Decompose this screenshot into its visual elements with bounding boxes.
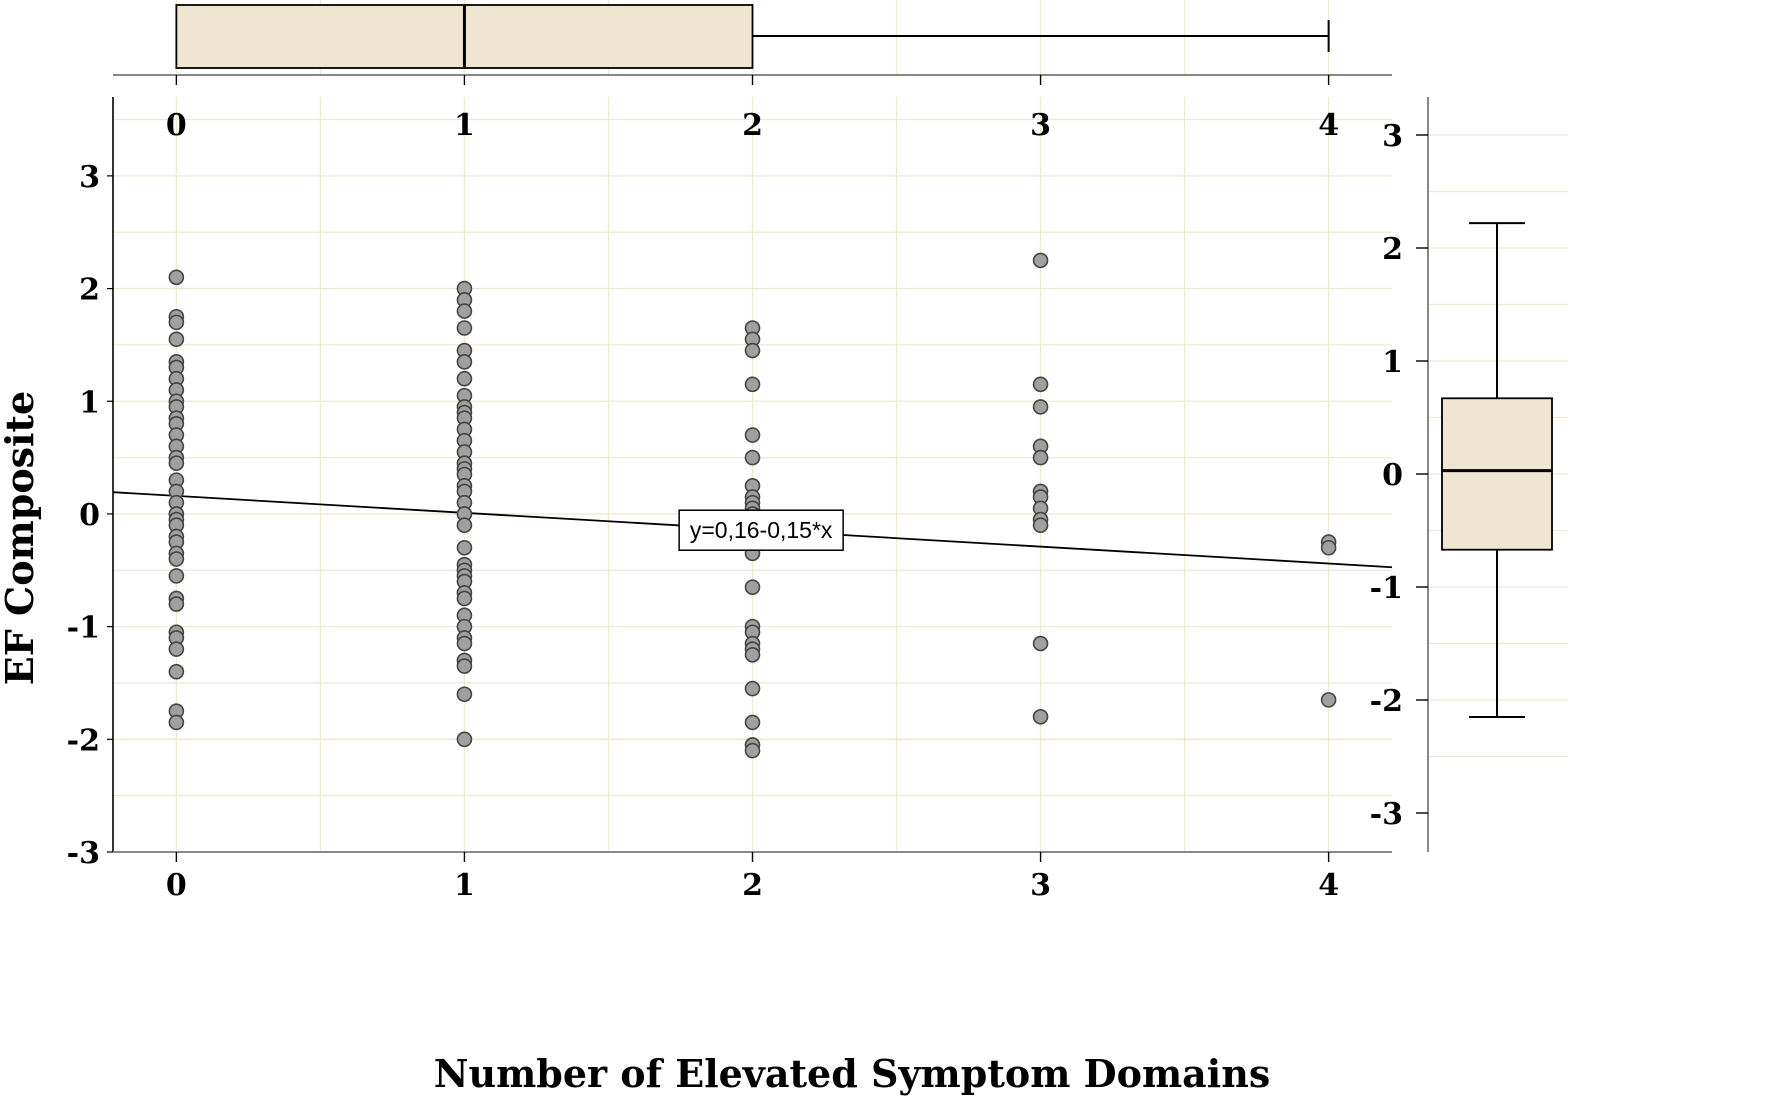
right-tick-label: 2 (1382, 232, 1403, 267)
right-tick-label: -2 (1370, 684, 1403, 719)
tick-labels: 0 0 1 1 2 2 3 3 4 4 -3 -2 -1 0 1 2 3 -3 -2 -1 0 1 2 3 (67, 108, 1403, 903)
data-point (1032, 399, 1049, 415)
data-point (744, 376, 761, 393)
data-point (456, 303, 473, 319)
y-tick-label: -1 (67, 611, 100, 646)
y-tick-label: -2 (67, 723, 100, 758)
x-tick-label: 3 (1030, 868, 1051, 903)
data-point (456, 635, 473, 652)
y-tick-label: -3 (67, 836, 100, 871)
data-point (168, 714, 185, 731)
data-point (168, 568, 185, 584)
right-tick-label: -1 (1370, 571, 1403, 606)
data-point (168, 641, 185, 657)
y-tick-label: 1 (79, 385, 100, 420)
data-point (1032, 517, 1049, 534)
y-tick-label: 3 (79, 160, 100, 195)
data-point (744, 646, 761, 663)
right-boxplot (1441, 222, 1553, 718)
top-tick-label: 4 (1318, 108, 1339, 143)
data-point (456, 370, 473, 387)
right-box-iqr (1441, 397, 1553, 551)
data-point (744, 449, 761, 466)
data-point (456, 731, 473, 748)
fit-equation-text: y=0,16-0,15*x (690, 517, 833, 543)
data-point (456, 517, 473, 534)
x-tick-label: 0 (166, 868, 187, 903)
top-tick-label: 2 (742, 108, 763, 143)
data-points (168, 252, 1337, 759)
top-tick-label: 3 (1030, 108, 1051, 143)
data-point (168, 596, 185, 612)
fit-equation-box (678, 509, 844, 551)
right-tick-label: 1 (1382, 345, 1403, 380)
data-point (456, 539, 473, 556)
data-point (168, 269, 185, 286)
data-point (1320, 692, 1337, 708)
x-tick-label: 4 (1318, 868, 1339, 903)
data-point (1032, 376, 1049, 393)
data-point (456, 320, 473, 336)
data-point (744, 579, 761, 595)
data-point (168, 314, 185, 331)
data-point (744, 427, 761, 443)
top-boxplot (175, 4, 1330, 69)
data-point (456, 590, 473, 607)
data-point (168, 331, 185, 348)
right-tick-label: 3 (1382, 119, 1403, 154)
data-point (168, 455, 185, 472)
y-tick-label: 0 (79, 498, 100, 533)
data-point (1032, 252, 1049, 269)
right-tick-label: -3 (1370, 797, 1403, 832)
data-point (1032, 708, 1049, 725)
x-axis-label: Number of Elevated Symptom Domains (434, 1051, 1271, 1096)
x-tick-label: 2 (742, 868, 763, 903)
data-point (744, 714, 761, 731)
data-point (456, 658, 473, 674)
fit-equation-label: y=0,16-0,15*x (678, 509, 844, 551)
data-point (1032, 449, 1049, 466)
data-point (744, 680, 761, 697)
data-point (744, 342, 761, 359)
x-tick-label: 1 (454, 868, 475, 903)
data-point (456, 354, 473, 370)
top-tick-label: 1 (454, 108, 475, 143)
data-point (168, 663, 185, 680)
axes (107, 74, 1429, 862)
y-tick-label: 2 (79, 273, 100, 308)
data-point (456, 686, 473, 703)
data-point (168, 551, 185, 567)
data-point (1032, 635, 1049, 652)
y-axis-label: EF Composite (0, 391, 42, 685)
data-point (1320, 539, 1337, 556)
top-tick-label: 0 (166, 108, 187, 143)
data-point (744, 742, 761, 759)
right-tick-label: 0 (1382, 458, 1403, 493)
